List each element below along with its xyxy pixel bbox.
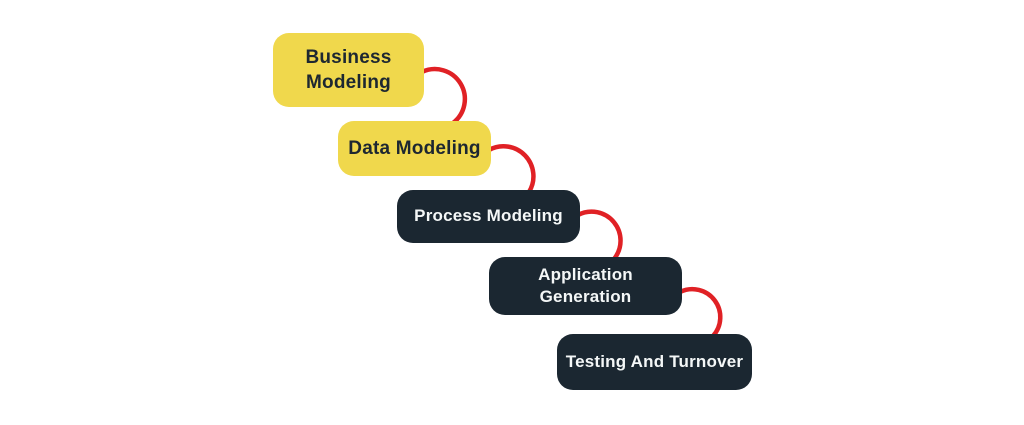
stage-label-testing-and-turnover: Testing And Turnover xyxy=(565,351,744,371)
stage-node-testing-and-turnover: Testing And Turnover xyxy=(557,334,752,390)
stage-node-data-modeling: Data Modeling xyxy=(338,121,491,176)
stage-label-business-modeling: Business Modeling xyxy=(305,46,392,93)
stage-label-application-generation: Application Generation xyxy=(538,264,633,306)
stage-label-process-modeling: Process Modeling xyxy=(414,206,563,226)
connector-arc-data-to-process xyxy=(486,144,536,195)
stage-node-process-modeling: Process Modeling xyxy=(397,190,580,243)
connector-arc-business-to-data xyxy=(419,66,468,126)
stage-label-data-modeling: Data Modeling xyxy=(348,137,481,159)
stage-node-application-generation: Application Generation xyxy=(489,257,682,315)
connector-arc-application-to-testing xyxy=(677,286,723,339)
connector-arc-process-to-application xyxy=(575,209,623,262)
stage-node-business-modeling: Business Modeling xyxy=(273,33,424,107)
